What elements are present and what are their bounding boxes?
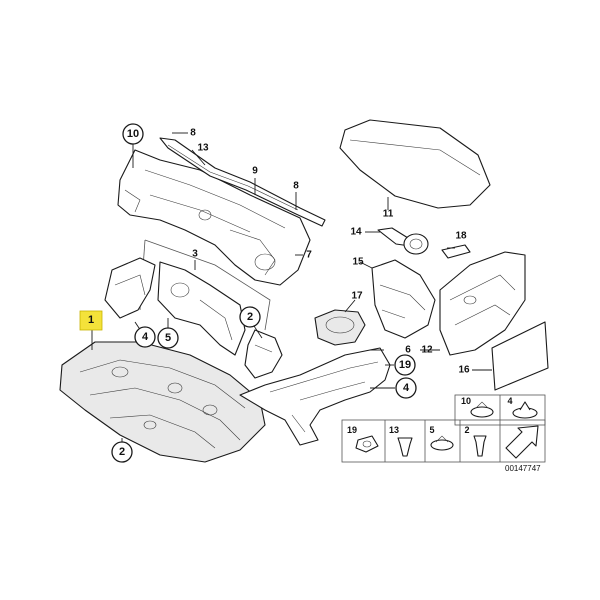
svg-text:12: 12 <box>421 345 433 356</box>
part-16-pad <box>491 321 549 391</box>
reference-number: 00147747 <box>505 464 541 473</box>
clip-5-icon <box>430 435 454 451</box>
callout-16: 16 <box>458 365 470 376</box>
underbody-shield <box>59 341 266 463</box>
clip-10-icon <box>470 401 494 418</box>
svg-text:8: 8 <box>293 181 299 192</box>
callout-17: 17 <box>351 291 363 302</box>
legend-label-5: 5 <box>429 425 434 435</box>
callout-4-right: 4 <box>395 377 417 399</box>
callout-1: 1 <box>79 310 103 331</box>
hardware-legend: 10 4 19 13 5 2 00147747 <box>341 394 546 473</box>
arrow-icon <box>505 425 539 459</box>
callout-13: 13 <box>197 143 209 154</box>
leader-lines <box>91 132 492 450</box>
svg-text:3: 3 <box>192 249 198 260</box>
svg-text:10: 10 <box>127 128 139 140</box>
callout-15: 15 <box>352 257 364 268</box>
part-14-bracket <box>377 227 429 255</box>
callout-6: 6 <box>405 345 411 356</box>
svg-text:13: 13 <box>197 143 209 154</box>
callout-10: 10 <box>122 123 144 145</box>
legend-label-2: 2 <box>464 425 469 435</box>
svg-text:9: 9 <box>252 166 258 177</box>
svg-text:15: 15 <box>352 257 364 268</box>
callout-8-right: 8 <box>293 181 299 192</box>
svg-text:18: 18 <box>455 231 467 242</box>
callout-9: 9 <box>252 166 258 177</box>
clip-2-icon <box>473 435 487 457</box>
svg-text:16: 16 <box>458 365 470 376</box>
svg-text:5: 5 <box>165 332 171 344</box>
svg-text:2: 2 <box>247 311 253 323</box>
firewall-upper-panel <box>117 149 311 286</box>
part-11-shelf <box>339 119 491 209</box>
clip-4-icon <box>512 401 538 419</box>
wheel-arch-panel <box>239 347 391 446</box>
clip-13-icon <box>397 437 413 457</box>
callout-19: 19 <box>394 354 416 376</box>
callout-18: 18 <box>455 231 467 242</box>
callout-3: 3 <box>192 249 198 260</box>
callout-7: 7 <box>306 250 312 261</box>
part-17-shield <box>314 309 366 346</box>
callout-12: 12 <box>421 345 433 356</box>
svg-text:11: 11 <box>383 209 394 220</box>
legend-label-19: 19 <box>347 425 357 435</box>
svg-text:4: 4 <box>142 331 149 343</box>
svg-text:1: 1 <box>88 314 94 326</box>
svg-text:8: 8 <box>190 128 196 139</box>
legend-label-4: 4 <box>507 396 512 406</box>
heat-shield-group <box>104 239 283 379</box>
svg-text:17: 17 <box>351 291 363 302</box>
callout-14: 14 <box>350 227 362 238</box>
part-12-door-panel <box>439 251 526 356</box>
svg-text:19: 19 <box>399 359 411 371</box>
callout-2-upper: 2 <box>239 306 261 328</box>
svg-text:6: 6 <box>405 345 411 356</box>
clip-19-icon <box>355 435 379 453</box>
callout-11: 11 <box>383 209 394 220</box>
svg-text:7: 7 <box>306 250 312 261</box>
svg-text:2: 2 <box>119 446 125 458</box>
legend-label-13: 13 <box>389 425 399 435</box>
svg-text:14: 14 <box>350 227 362 238</box>
legend-label-10: 10 <box>461 396 471 406</box>
part-15-insulation <box>371 259 436 339</box>
callout-2: 2 <box>111 441 133 463</box>
callout-8-top: 8 <box>190 128 196 139</box>
svg-text:4: 4 <box>403 382 410 394</box>
callout-5: 5 <box>157 327 179 349</box>
part-18-strip <box>441 244 471 259</box>
callout-4-left: 4 <box>134 326 156 348</box>
